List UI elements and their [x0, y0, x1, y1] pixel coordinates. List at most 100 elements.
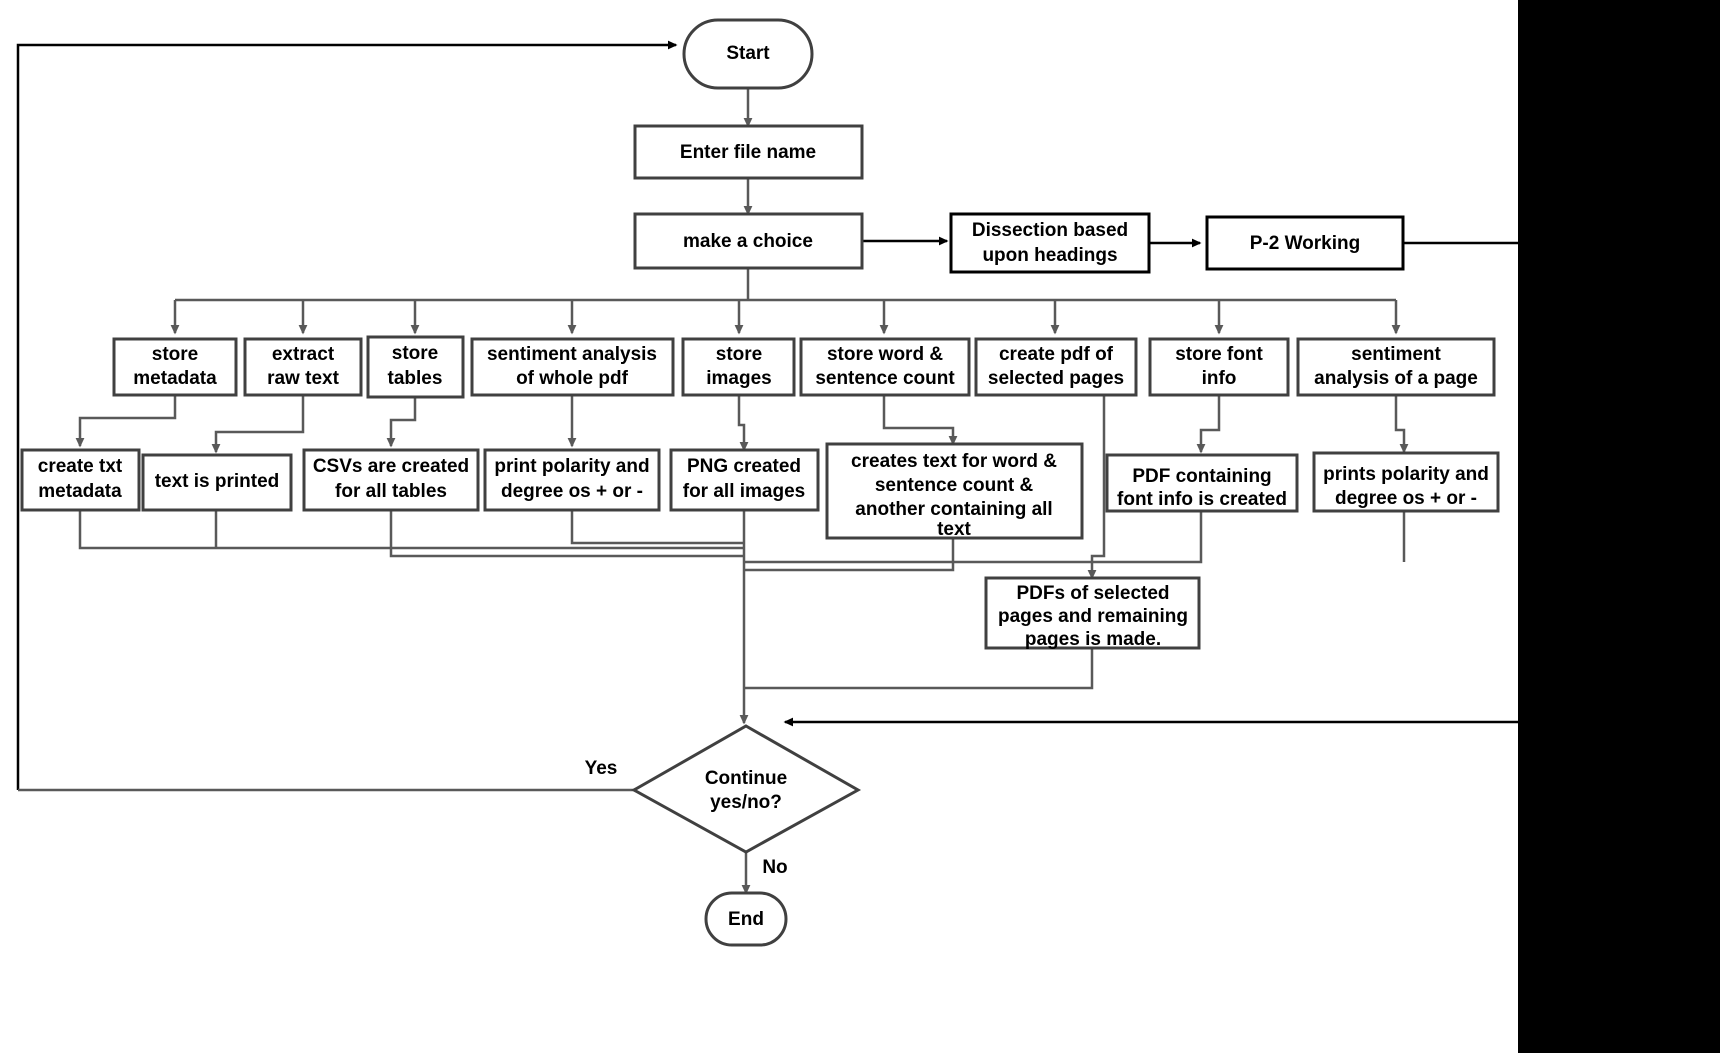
node-extract-raw-text[interactable]: extract raw text	[243, 337, 363, 397]
csvs-created-label-line2: for all tables	[335, 481, 447, 502]
node-sentiment-of-a-page[interactable]: sentiment analysis of a page	[1296, 337, 1496, 397]
sentiment-whole-pdf-shape	[470, 337, 675, 397]
make-a-choice-shape	[633, 212, 864, 270]
node-creates-text-word-sentence[interactable]: creates text for word & sentence count &…	[825, 442, 1084, 540]
p2-working-shape	[1205, 215, 1405, 271]
print-polarity-shape	[483, 448, 661, 512]
end-shape	[704, 891, 788, 947]
create-txt-metadata-label-line2: metadata	[38, 481, 122, 502]
png-created-shape	[669, 448, 820, 512]
node-start[interactable]: Start	[682, 18, 814, 90]
node-end[interactable]: End	[704, 891, 788, 947]
csvs-created-shape	[302, 448, 480, 512]
node-png-created[interactable]: PNG created for all images	[669, 448, 820, 512]
edge-extract-raw-text-to-text-is-printed	[211, 395, 305, 454]
store-tables-shape	[366, 335, 465, 399]
node-enter-file-name[interactable]: Enter file name	[633, 124, 864, 180]
sentiment-whole-pdf-label-line1: sentiment analysis	[487, 344, 657, 365]
store-word-sentence-count-label-line2: sentence count	[815, 368, 955, 389]
node-store-word-sentence-count[interactable]: store word & sentence count	[799, 337, 971, 397]
create-txt-metadata-shape	[20, 448, 141, 512]
edge-csvs-created-merge	[389, 510, 744, 558]
node-store-images[interactable]: store images	[681, 337, 796, 397]
node-create-txt-metadata[interactable]: create txt metadata	[20, 448, 141, 512]
edge-print-polarity-merge	[570, 510, 744, 545]
node-csvs-created[interactable]: CSVs are created for all tables	[302, 448, 480, 512]
png-created-label-line1: PNG created	[687, 456, 801, 477]
edge-pdf-font-info-merge	[744, 510, 1203, 564]
creates-text-label-line1: creates text for word &	[851, 451, 1057, 472]
node-pdf-font-info-created[interactable]: PDF containing font info is created	[1105, 453, 1299, 513]
continue-decision-label-line2: yes/no?	[710, 792, 782, 813]
edge-create-txt-metadata-merge	[78, 510, 744, 550]
sentiment-of-a-page-shape	[1296, 337, 1496, 397]
edge-creates-text-merge	[744, 538, 955, 572]
prints-polarity-label-line1: prints polarity and	[1323, 464, 1489, 485]
pdfs-selected-label-line2: pages and remaining	[998, 606, 1188, 627]
creates-text-word-sentence-shape	[825, 442, 1084, 540]
dissection-label-line2: upon headings	[982, 245, 1117, 266]
sentiment-whole-pdf-label-line2: of whole pdf	[516, 368, 629, 389]
node-print-polarity[interactable]: print polarity and degree os + or -	[483, 448, 661, 512]
edge-label-yes: Yes	[585, 758, 618, 779]
edge-store-metadata-to-create-txt-metadata	[75, 395, 177, 448]
end-label: End	[728, 909, 764, 930]
pdfs-selected-remaining-shape	[984, 576, 1201, 650]
edge-create-pdf-to-pdfs-selected-remaining	[1087, 395, 1106, 580]
store-word-sentence-count-shape	[799, 337, 971, 397]
node-sentiment-whole-pdf[interactable]: sentiment analysis of whole pdf	[470, 337, 675, 397]
enter-file-name-shape	[633, 124, 864, 180]
store-font-info-label-line2: info	[1202, 368, 1237, 389]
print-polarity-label-line2: degree os + or -	[501, 481, 643, 502]
node-text-is-printed[interactable]: text is printed	[141, 453, 293, 512]
store-images-shape	[681, 337, 796, 397]
png-created-label-line2: for all images	[683, 481, 806, 502]
pdf-font-info-label-line1: PDF containing	[1132, 466, 1271, 487]
node-store-metadata[interactable]: store metadata	[112, 337, 238, 397]
dissection-label-line1: Dissection based	[972, 220, 1128, 241]
make-a-choice-label: make a choice	[683, 231, 813, 252]
node-dissection[interactable]: Dissection based upon headings	[949, 212, 1151, 274]
extract-raw-text-shape	[243, 337, 363, 397]
node-p2-working[interactable]: P-2 Working	[1205, 215, 1405, 271]
pdf-font-info-label-line2: font info is created	[1117, 489, 1287, 510]
p2-working-label: P-2 Working	[1250, 233, 1361, 254]
text-is-printed-shape	[141, 453, 293, 512]
node-prints-polarity[interactable]: prints polarity and degree os + or -	[1312, 451, 1500, 513]
edge-yes-loop-to-start	[16, 40, 678, 790]
create-pdf-selected-pages-label-line2: selected pages	[988, 368, 1124, 389]
node-make-a-choice[interactable]: make a choice	[633, 212, 864, 270]
creates-text-label-line3: another containing all	[855, 499, 1052, 520]
node-create-pdf-selected-pages[interactable]: create pdf of selected pages	[974, 337, 1138, 397]
continue-decision-label-line1: Continue	[705, 768, 787, 789]
sentiment-of-a-page-label-line1: sentiment	[1351, 344, 1441, 365]
store-font-info-label-line1: store font	[1175, 344, 1263, 365]
start-label: Start	[726, 43, 770, 64]
node-store-tables[interactable]: store tables	[366, 335, 465, 399]
store-word-sentence-count-label-line1: store word &	[827, 344, 943, 365]
edge-store-images-to-png-created	[737, 395, 749, 452]
edge-p2-working-to-continue	[783, 241, 1702, 727]
create-txt-metadata-label-line1: create txt	[38, 456, 123, 477]
csvs-created-label-line1: CSVs are created	[313, 456, 469, 477]
store-font-info-shape	[1148, 337, 1290, 397]
node-continue-decision[interactable]: Continue yes/no?	[630, 724, 862, 854]
pdfs-selected-label-line3: pages is made.	[1025, 629, 1161, 650]
store-metadata-shape	[112, 337, 238, 397]
store-images-label-line2: images	[706, 368, 771, 389]
edge-label-no: No	[762, 857, 787, 878]
node-pdfs-selected-remaining[interactable]: PDFs of selected pages and remaining pag…	[984, 576, 1201, 650]
dissection-shape	[949, 212, 1151, 274]
edge-sentiment-of-a-page-to-prints-polarity	[1394, 395, 1409, 454]
edge-store-word-sentence-count-to-creates-text	[882, 395, 958, 446]
store-metadata-label-line1: store	[152, 344, 198, 365]
node-store-font-info[interactable]: store font info	[1148, 337, 1290, 397]
creates-text-label-line2: sentence count &	[875, 475, 1034, 496]
print-polarity-label-line1: print polarity and	[494, 456, 649, 477]
creates-text-label-line4: text	[937, 519, 971, 540]
edge-store-font-info-to-pdf-font-info	[1196, 395, 1221, 454]
create-pdf-selected-pages-shape	[974, 337, 1138, 397]
continue-decision-shape	[630, 724, 862, 854]
